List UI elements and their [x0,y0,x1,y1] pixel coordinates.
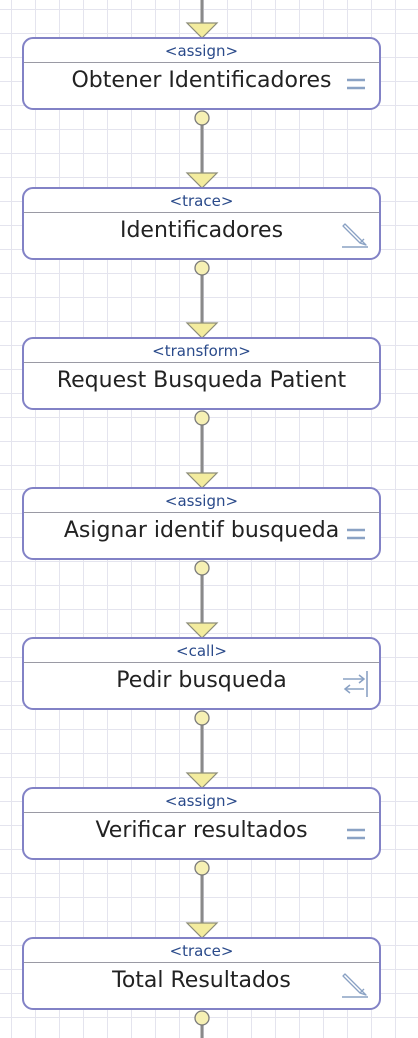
connector-dot[interactable] [194,1010,210,1026]
node-type-label: <assign> [24,791,379,813]
node-type-label: <call> [24,641,379,663]
equals-icon [340,69,370,99]
connector-arrow [185,622,219,639]
flow-node[interactable]: <trace> Total Resultados [22,937,381,1010]
flow-node[interactable]: <assign> Obtener Identificadores [22,37,381,110]
node-title: Total Resultados [112,968,291,993]
flow-node[interactable]: <assign> Asignar identif busqueda [22,487,381,560]
connector-dot[interactable] [194,260,210,276]
connector-dot[interactable] [194,410,210,426]
connector-arrow [185,322,219,339]
equals-icon [340,819,370,849]
node-type-label: <trace> [24,941,379,963]
connector-arrow [185,472,219,489]
pencil-icon [340,969,370,999]
connector-dot[interactable] [194,110,210,126]
call-arrows-icon [340,669,370,699]
node-type-label: <transform> [24,341,379,363]
connector-dot[interactable] [194,710,210,726]
node-type-label: <assign> [24,491,379,513]
node-title: Asignar identif busqueda [63,518,340,543]
incoming-arrow [185,22,219,39]
node-title: Obtener Identificadores [71,68,332,93]
flow-node[interactable]: <transform> Request Busqueda Patient [22,337,381,410]
connector-arrow [185,772,219,789]
connector-arrow [185,922,219,939]
connector-dot[interactable] [194,560,210,576]
node-title: Verificar resultados [95,818,308,843]
node-title: Pedir busqueda [116,668,287,693]
connector-arrow [185,172,219,189]
connector-dot[interactable] [194,860,210,876]
node-title: Request Busqueda Patient [56,368,347,393]
equals-icon [340,519,370,549]
flow-node[interactable]: <trace> Identificadores [22,187,381,260]
flow-node[interactable]: <call> Pedir busqueda [22,637,381,710]
flow-node[interactable]: <assign> Verificar resultados [22,787,381,860]
node-title: Identificadores [119,218,284,243]
pencil-icon [340,219,370,249]
node-type-label: <assign> [24,41,379,63]
node-type-label: <trace> [24,191,379,213]
